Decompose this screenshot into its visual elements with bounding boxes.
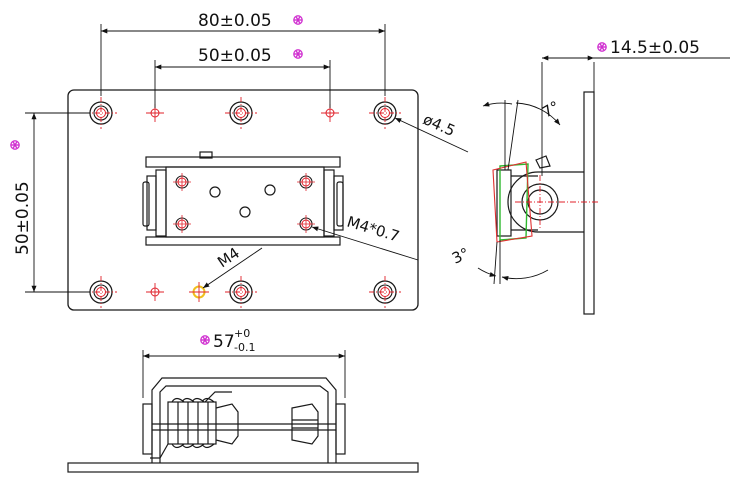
angle-7-annotation	[482, 99, 561, 171]
dimension-57-tol-lower: -0.1	[234, 341, 255, 354]
hole-diameter-label: ø4.5	[420, 110, 458, 140]
side-plate	[583, 91, 595, 315]
bottom-base-plate	[67, 462, 419, 473]
dimension-80	[100, 24, 386, 96]
dimension-57-label: 57	[213, 332, 235, 352]
dimension-57-tol-upper: +0	[234, 327, 250, 340]
dimension-14-5	[541, 55, 730, 176]
highlighted-m4-hole	[189, 282, 209, 302]
dimension-50-left	[25, 112, 90, 293]
hinge-tapped-hole	[297, 215, 315, 233]
thread-small-label: M4	[214, 244, 243, 272]
hex-nut	[291, 403, 319, 445]
side-view: 14.5±0.05 7° 3°	[449, 38, 730, 315]
hinge-tapped-hole	[173, 173, 191, 191]
hinge-tapped-hole	[173, 215, 191, 233]
angle-top-label: 7°	[539, 97, 563, 121]
dimension-57	[142, 350, 346, 398]
critical-mark-icon	[200, 335, 210, 345]
critical-mark-icon	[293, 49, 303, 59]
dimension-50-left-label: 50±0.05	[13, 181, 33, 255]
thread-fine-label: M4*0.7	[345, 213, 402, 246]
mounting-hole	[369, 97, 401, 129]
critical-mark-icon	[597, 42, 607, 52]
mounting-hole	[225, 276, 257, 308]
critical-mark-icon	[293, 15, 303, 25]
angle-bottom-label: 3°	[449, 244, 472, 268]
mounting-plate	[67, 89, 419, 311]
angle-3-annotation	[477, 240, 549, 285]
dimension-14-5-label: 14.5±0.05	[610, 38, 700, 58]
small-hole	[146, 283, 164, 301]
dimension-50-top-label: 50±0.05	[198, 46, 272, 66]
critical-mark-icon	[10, 140, 20, 150]
leader-m4-fine	[311, 226, 419, 261]
hinge-tapped-hole	[297, 173, 315, 191]
torsion-spring	[150, 391, 239, 459]
front-view: 80±0.05 50±0.05 50±0.05 ø4.5 M4*0.7	[10, 11, 469, 311]
hinge-assembly	[142, 151, 344, 246]
dimension-50-top	[154, 60, 331, 108]
mounting-hole	[225, 97, 257, 129]
leader-diameter	[394, 117, 469, 153]
leader-m4	[202, 247, 263, 289]
mounting-hole	[369, 276, 401, 308]
side-centerlines	[515, 175, 600, 230]
alt-profile-green	[499, 163, 529, 241]
bottom-view: 57 +0 -0.1	[67, 327, 419, 473]
dimension-80-label: 80±0.05	[198, 11, 272, 31]
side-knuckle	[496, 155, 584, 237]
bottom-bracket	[142, 377, 346, 463]
alt-profile-red	[492, 161, 533, 243]
